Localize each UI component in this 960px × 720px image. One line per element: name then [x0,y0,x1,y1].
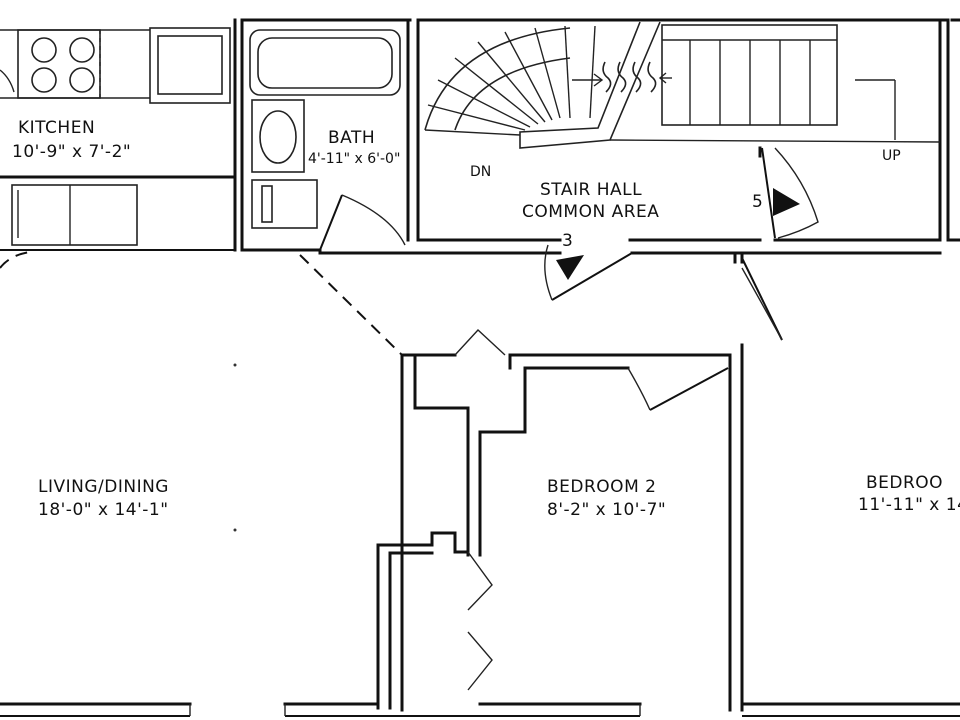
room-kitchen: KITCHEN 10'-9" x 7'-2" [12,118,131,162]
bedroom-2-dims: 8'-2" x 10'-7" [547,500,666,520]
stair-dn-label: DN [470,164,491,180]
marker-5-icon [773,188,800,216]
bedroom-1-dims: 11'-11" x 14 [858,495,960,515]
marker-3-icon [556,255,584,280]
bedroom-1-name: BEDROO [866,473,943,493]
living-dining-name: LIVING/DINING [38,477,169,497]
wall-stubs [733,18,960,264]
kitchen-name: KITCHEN [18,118,95,138]
stair-hall-subname: COMMON AREA [522,202,659,222]
kitchen-dims: 10'-9" x 7'-2" [12,142,131,162]
sketch-dot [233,363,237,367]
view-marker-3[interactable]: 3 [556,231,584,280]
marker-3-label: 3 [562,231,573,251]
stair-up-label: UP [882,148,901,164]
door-swings [319,147,819,691]
sketch-dot [233,528,237,532]
kitchen-fixtures [0,27,231,246]
living-dining-dims: 18'-0" x 14'-1" [38,500,169,520]
stairs [424,21,941,149]
interior-walls [0,18,960,717]
room-bedroom-1: BEDROO 11'-11" x 14 [858,473,960,515]
bath-dims: 4'-11" x 6'-0" [308,151,400,167]
room-bath: BATH 4'-11" x 6'-0" [308,128,400,167]
view-marker-5[interactable]: 5 [752,188,800,216]
room-living-dining: LIVING/DINING 18'-0" x 14'-1" [38,477,169,520]
room-bedroom-2: BEDROOM 2 8'-2" x 10'-7" [547,477,666,520]
marker-5-label: 5 [752,192,763,212]
stair-hall-name: STAIR HALL [540,180,642,200]
room-stair-hall: STAIR HALL COMMON AREA DN UP [470,148,901,222]
bedroom-2-name: BEDROOM 2 [547,477,656,497]
bath-fixtures [249,29,401,229]
bath-name: BATH [328,128,375,148]
dashed-openings [0,251,403,356]
